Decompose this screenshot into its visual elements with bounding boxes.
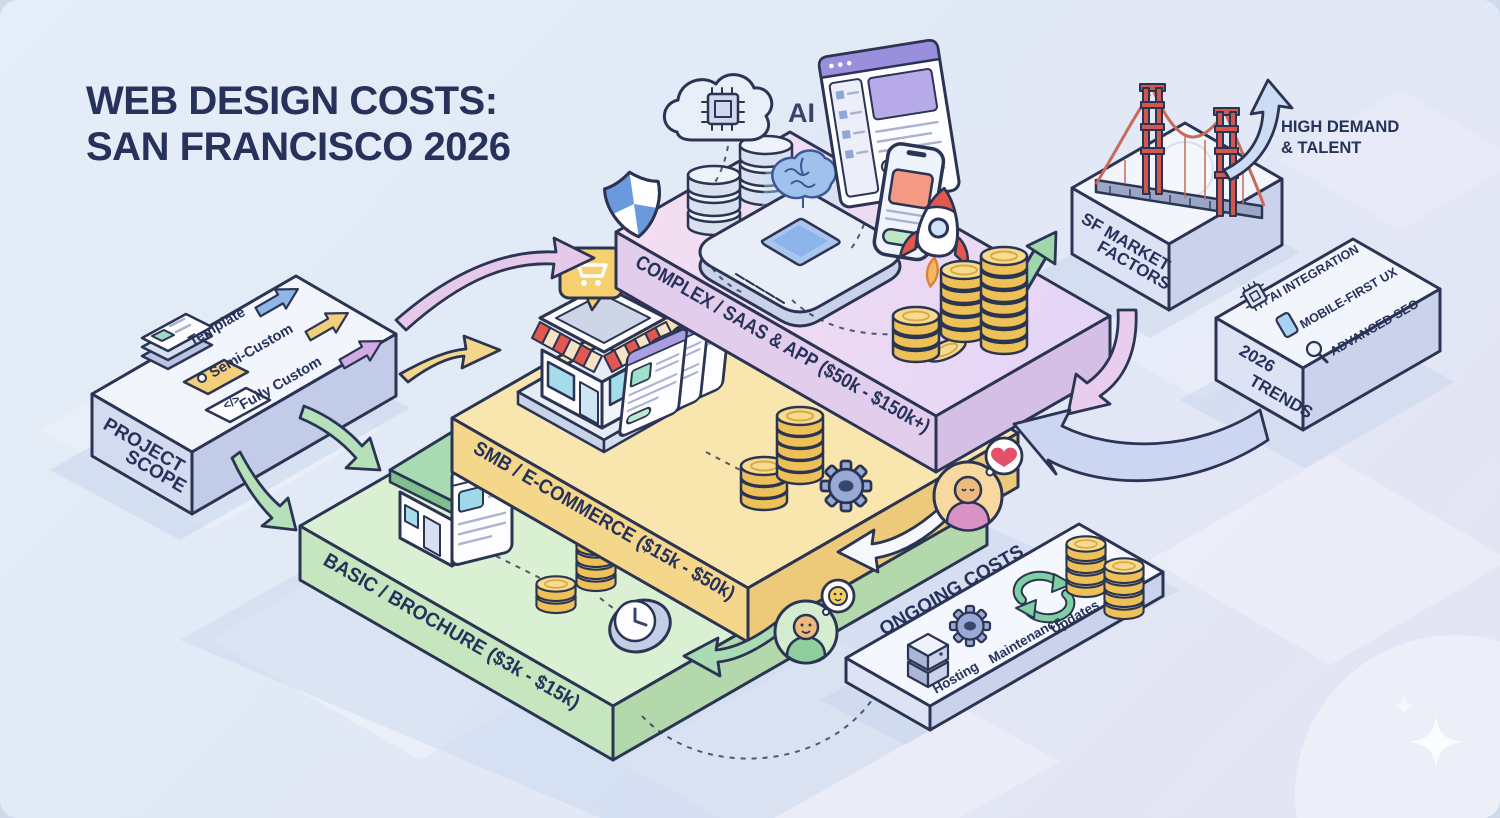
gear-icon [948,604,992,648]
magnifier-icon [1305,340,1329,364]
user-to-basic-arrow [682,610,798,678]
title-line2: SAN FRANCISCO 2026 [86,125,510,169]
product-pages-icon [618,304,732,437]
arrow-to-smb [398,334,502,384]
card-icon [182,358,250,396]
chip-icon [1239,280,1271,312]
rocket-icon [898,186,970,289]
arrow-to-basic-1 [298,404,382,472]
shield-icon [603,170,661,239]
user-avatar-smile [773,578,856,665]
layered-pages-icon [140,312,214,371]
arrow-to-basic-2 [230,450,298,532]
title-line1: WEB DESIGN COSTS: [86,79,498,123]
refresh-icon [1012,570,1076,624]
clock-icon [608,598,672,654]
scope-flow-arrows [230,236,596,532]
ongoing-costs-plate: ONGOING COSTS Hosting Maintenance [641,522,1165,760]
cloud-chip-icon [662,73,774,185]
ai-label: AI [788,98,815,128]
code-icon: </> [204,386,272,424]
sf-market-box: SF MARKET FACTORS HIGH DEMAND & TALENT [1070,78,1399,312]
callout-line2: & TALENT [1281,139,1361,157]
trends-box: 2026 TRENDS AI INTEGRATION MOBILE-FIRST … [1214,237,1442,432]
phone-small-icon [1275,311,1299,339]
sparkle-icon [1393,695,1462,768]
gear-icon [819,459,873,513]
tier-complex: COMPLEX / SAAS & APP ($50k - $150k+) [603,39,1112,474]
ai-platform-icon: AI [698,98,902,328]
user-avatar-heart [932,436,1024,532]
server-icon [906,632,950,689]
storefront-icon [516,246,690,454]
trends-to-stack-arrow [1012,408,1270,483]
callout-line1: HIGH DEMAND [1281,118,1399,136]
arrow-to-complex [394,236,596,332]
high-demand-arrow [1222,78,1294,182]
user-to-smb-arrow [836,496,960,574]
page-title: WEB DESIGN COSTS: SAN FRANCISCO 2026 [86,79,511,169]
